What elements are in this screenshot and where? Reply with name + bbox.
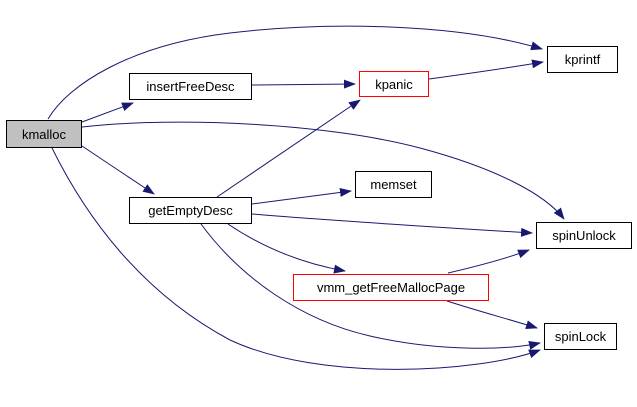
node-spinLock[interactable]: spinLock — [544, 323, 617, 350]
node-kmalloc[interactable]: kmalloc — [6, 120, 82, 148]
edge-vmm_getFreeMallocPage-spinLock — [446, 300, 538, 330]
node-label: kprintf — [564, 52, 601, 67]
edge-getEmptyDesc-spinUnlock — [251, 213, 533, 237]
node-label: spinLock — [554, 329, 607, 344]
node-label: spinUnlock — [552, 228, 616, 243]
edge-kpanic-kprintf — [428, 59, 544, 80]
node-label: kpanic — [375, 76, 413, 92]
node-vmm_getFreeMallocPage[interactable]: vmm_getFreeMallocPage — [293, 274, 489, 301]
node-label: insertFreeDesc — [146, 79, 235, 94]
node-memset[interactable]: memset — [355, 171, 432, 198]
edge-kmalloc-getEmptyDesc — [81, 145, 155, 195]
edge-getEmptyDesc-vmm_getFreeMallocPage — [227, 223, 346, 274]
edge-getEmptyDesc-kpanic — [216, 99, 361, 198]
edge-getEmptyDesc-memset — [251, 187, 352, 205]
edge-kmalloc-insertFreeDesc — [81, 102, 134, 123]
edge-kmalloc-kprintf — [47, 25, 543, 120]
node-getEmptyDesc[interactable]: getEmptyDesc — [129, 197, 252, 224]
edge-kmalloc-spinLock — [51, 147, 541, 370]
node-label: kmalloc — [21, 126, 67, 142]
edge-kmalloc-spinUnlock — [81, 121, 565, 220]
node-spinUnlock[interactable]: spinUnlock — [536, 222, 632, 249]
edge-getEmptyDesc-spinLock — [200, 223, 541, 350]
node-label: memset — [370, 177, 417, 192]
edge-insertFreeDesc-kpanic — [251, 79, 356, 89]
node-insertFreeDesc[interactable]: insertFreeDesc — [129, 73, 252, 100]
node-label: vmm_getFreeMallocPage — [316, 280, 466, 295]
edge-vmm_getFreeMallocPage-spinUnlock — [447, 249, 530, 274]
node-kpanic[interactable]: kpanic — [359, 71, 429, 97]
node-kprintf[interactable]: kprintf — [547, 46, 618, 73]
node-label: getEmptyDesc — [148, 203, 233, 218]
